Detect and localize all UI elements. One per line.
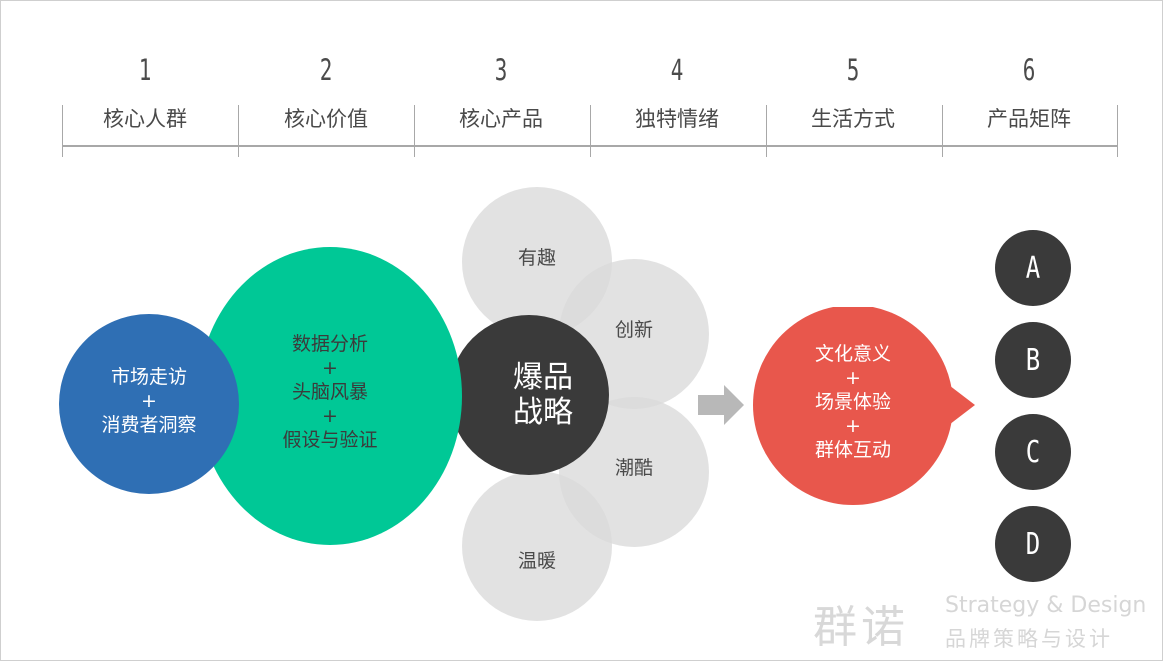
red-line1: 文化意义 (814, 343, 891, 365)
step-number: 4 (670, 53, 684, 87)
step-label: 独特情绪 (635, 107, 719, 131)
timeline-tick (62, 105, 63, 157)
matrix-item-b: B (995, 322, 1071, 398)
matrix-item-d: D (995, 506, 1071, 582)
strategy-title-line2: 战略 (513, 395, 573, 430)
timeline-rule (62, 145, 1117, 147)
blue-line2: 消费者洞察 (101, 414, 197, 436)
strategy-title-line1: 爆品 (513, 360, 573, 395)
timeline-tick (1117, 105, 1118, 157)
watermark-brand-en: Strategy & Design (945, 593, 1147, 618)
green-line2: 头脑风暴 (291, 381, 368, 403)
matrix-letter: C (1025, 434, 1041, 470)
step-label: 生活方式 (811, 107, 895, 131)
red-plus2: + (845, 415, 861, 437)
explosive-product-strategy-circle: 爆品 战略 (449, 315, 609, 475)
blue-plus: + (141, 390, 157, 412)
green-line1: 数据分析 (291, 333, 368, 355)
step-label: 核心人群 (103, 107, 187, 131)
arrow-right-icon (698, 385, 744, 425)
timeline-tick (590, 105, 591, 157)
matrix-letter: B (1025, 342, 1041, 378)
petal-label: 温暖 (517, 549, 556, 572)
timeline-tick (942, 105, 943, 157)
matrix-item-c: C (995, 414, 1071, 490)
matrix-letter: D (1025, 526, 1041, 562)
red-line3: 群体互动 (814, 439, 891, 461)
petal-label: 有趣 (517, 246, 556, 269)
petal-bottom: 温暖 (462, 471, 612, 621)
step-number: 6 (1022, 53, 1036, 87)
matrix-item-a: A (995, 230, 1071, 306)
step-number: 5 (846, 53, 860, 87)
timeline-tick (238, 105, 239, 157)
timeline-tick (414, 105, 415, 157)
petal-label: 潮酷 (614, 456, 653, 479)
green-line3: 假设与验证 (282, 429, 378, 451)
watermark-brand-cn: 群诺 (813, 602, 909, 653)
step-number: 3 (494, 53, 508, 87)
core-value-circle: 数据分析 + 头脑风暴 + 假设与验证 (198, 247, 462, 545)
watermark-brand-sub: 品牌策略与设计 (945, 627, 1113, 651)
lifestyle-bubble-text: 文化意义 + 场景体验 + 群体互动 (753, 307, 953, 503)
step-label: 核心产品 (459, 107, 543, 131)
red-line2: 场景体验 (814, 391, 891, 413)
blue-line1: 市场走访 (110, 366, 187, 388)
timeline-tick (766, 105, 767, 157)
green-plus2: + (322, 405, 338, 427)
lifestyle-bubble (753, 307, 975, 505)
red-plus1: + (845, 367, 861, 389)
step-number: 2 (319, 53, 333, 87)
step-label: 核心价值 (284, 107, 368, 131)
green-plus1: + (322, 357, 338, 379)
petal-label: 创新 (614, 318, 653, 341)
step-number: 1 (138, 53, 152, 87)
matrix-letter: A (1025, 250, 1041, 286)
core-audience-circle: 市场走访 + 消费者洞察 (59, 314, 239, 494)
step-label: 产品矩阵 (987, 107, 1071, 131)
